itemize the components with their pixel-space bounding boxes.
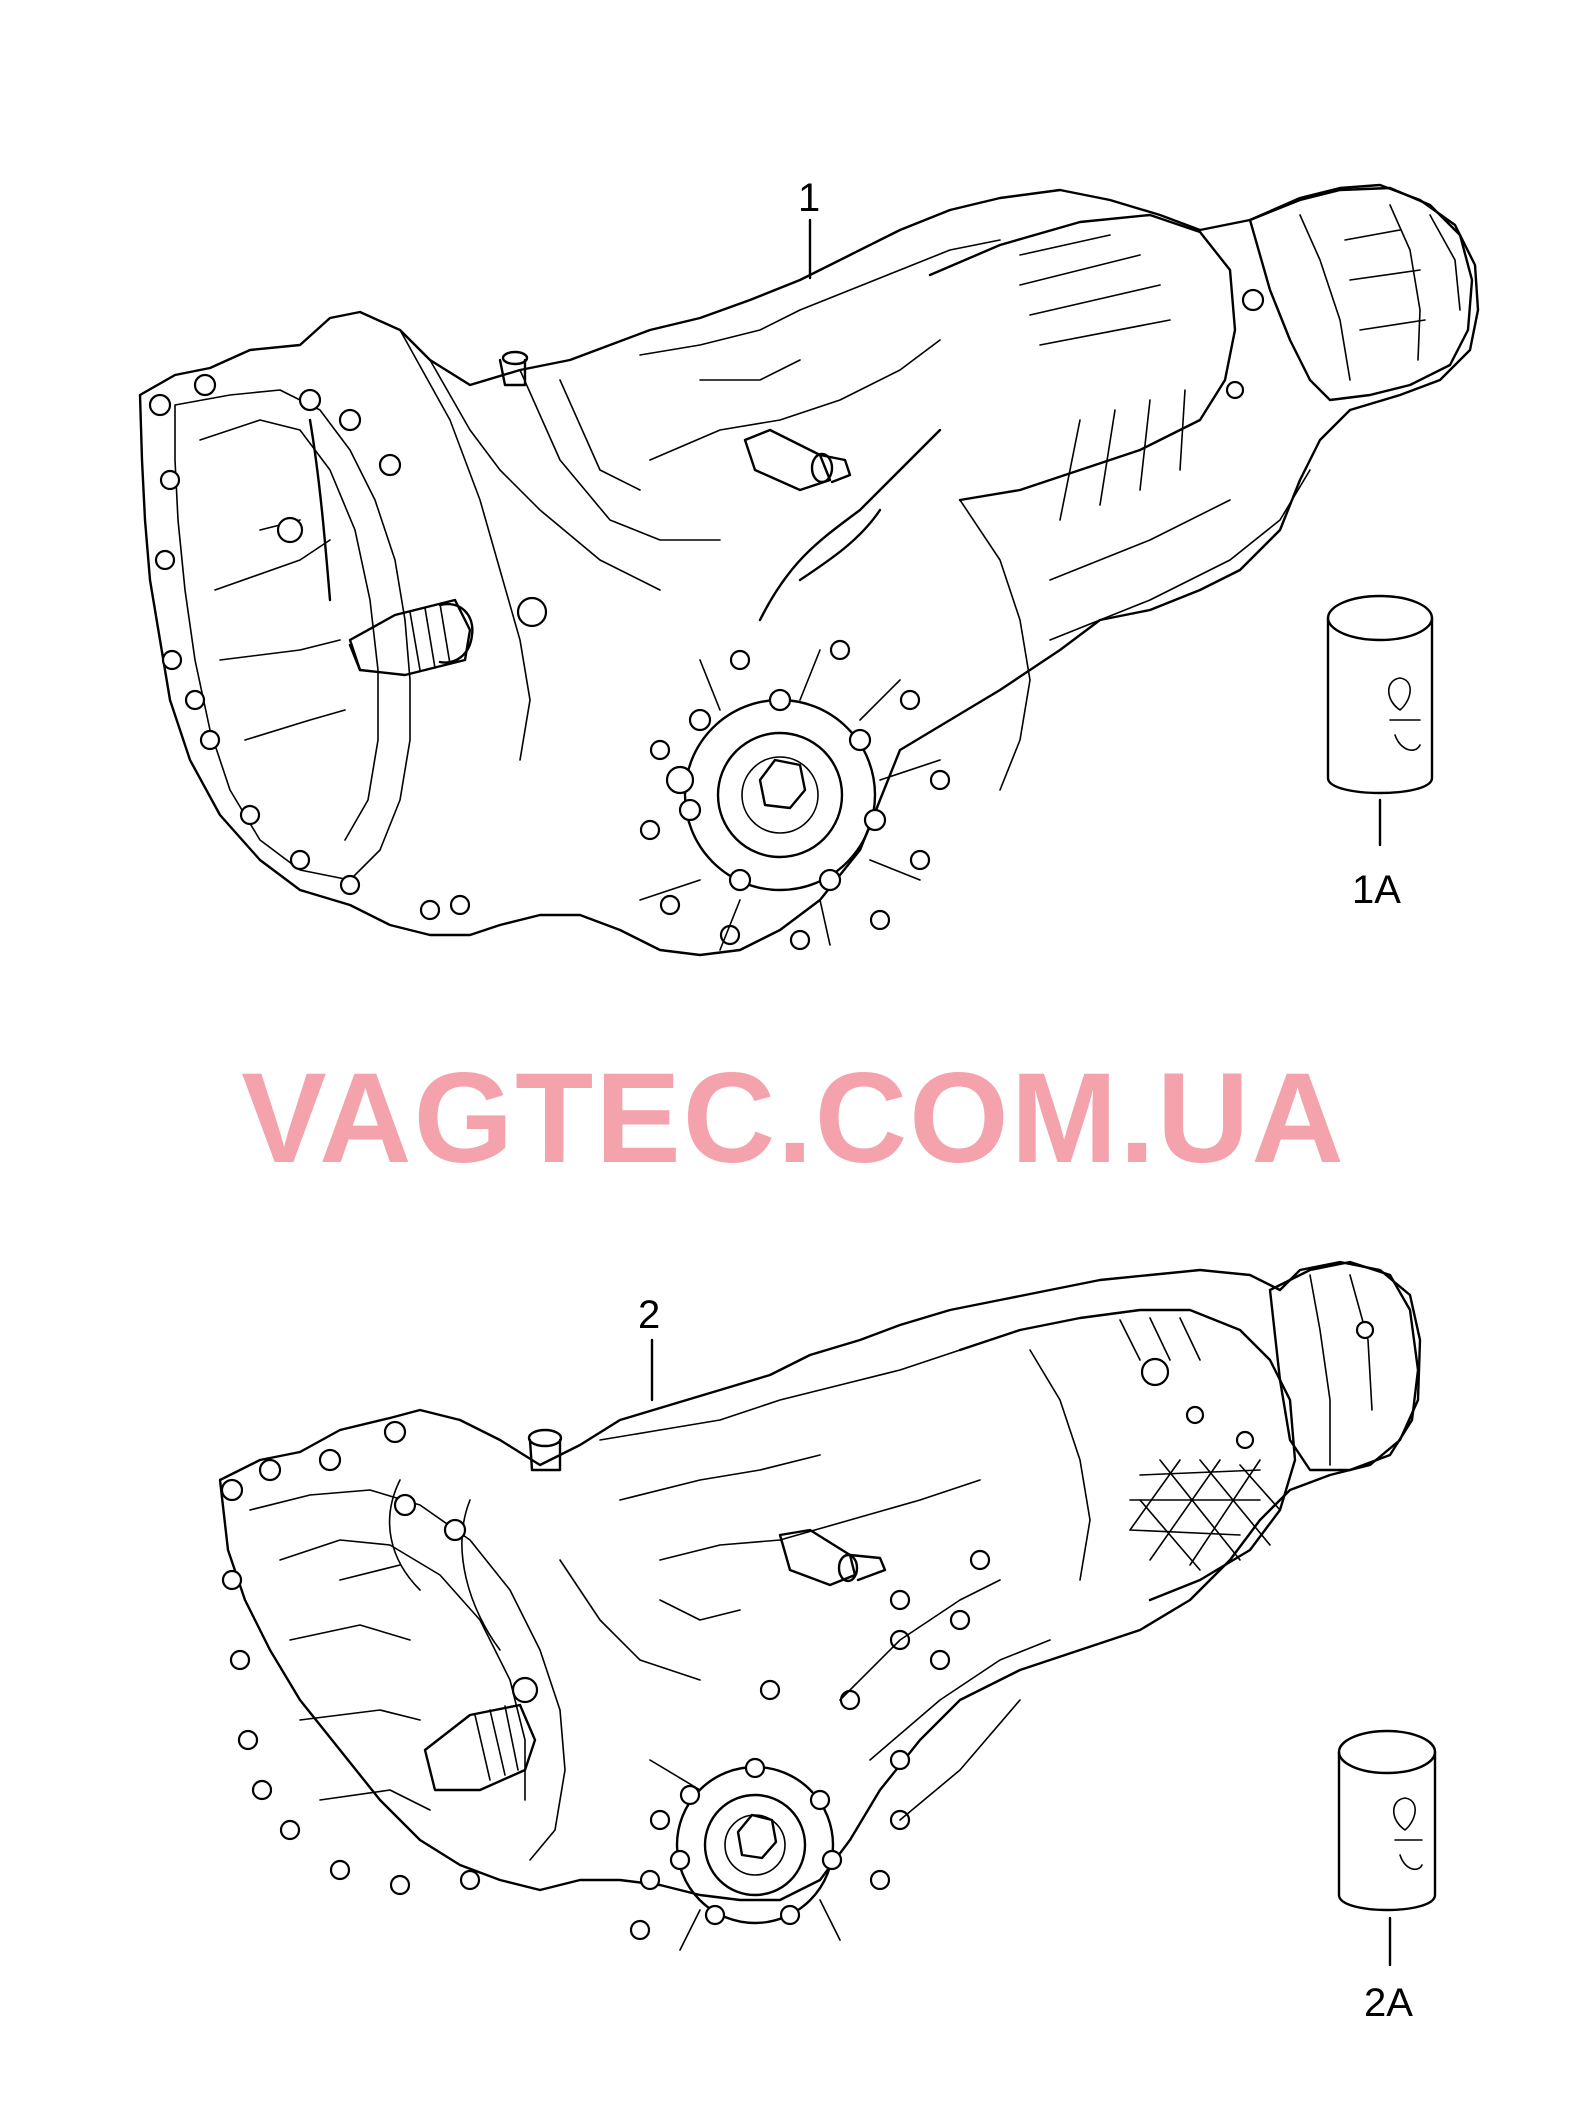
- callout-1: 1: [798, 176, 821, 220]
- oil-can-2a-icon[interactable]: [1337, 1729, 1437, 1967]
- callout-1a: 1A: [1352, 868, 1401, 912]
- oil-can-1a-icon[interactable]: [1326, 594, 1434, 847]
- callout-2a: 2A: [1364, 1981, 1413, 2025]
- watermark-text: VAGTEC.COM.UA: [241, 1047, 1346, 1190]
- transmission-2-icon[interactable]: [218, 1260, 1422, 1951]
- transmission-1-icon[interactable]: [138, 183, 1480, 957]
- callout-2: 2: [638, 1293, 661, 1337]
